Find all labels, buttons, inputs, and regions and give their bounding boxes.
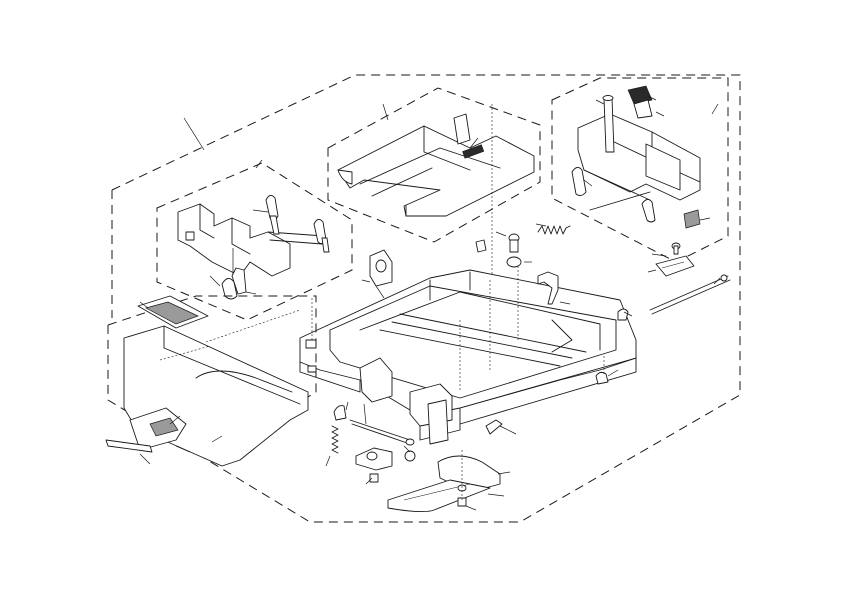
subassembly-lift-mechanism [551,77,729,263]
front-cover [105,295,317,467]
callout-leaders [159,117,313,361]
paper-tray-base [299,262,637,445]
end-fence-shaft [325,401,511,513]
assembly-boundary [107,74,741,523]
tray-small-parts [361,223,731,435]
subassembly-side-bracket [156,159,353,321]
